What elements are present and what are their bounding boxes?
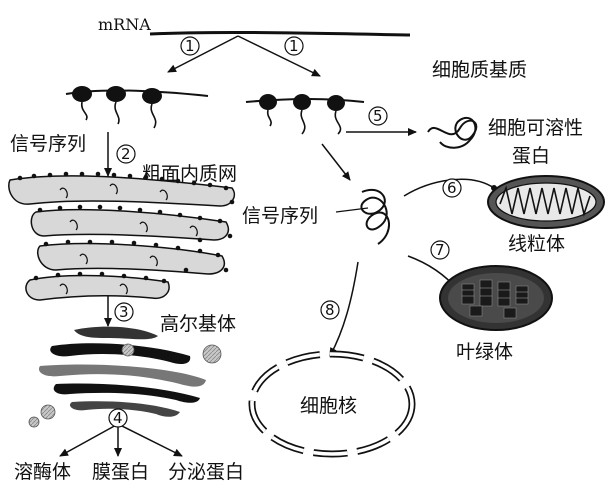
step-4-arrows (60, 424, 182, 456)
step-8-badge: 8 (321, 301, 339, 319)
mitochondria (488, 176, 604, 228)
svg-text:3: 3 (119, 303, 129, 321)
cytoplasm-matrix-label: 细胞质基质 (432, 59, 527, 81)
chloroplast-label: 叶绿体 (456, 341, 513, 363)
step-5-badge: 5 (369, 107, 387, 125)
left-polysome (66, 86, 208, 128)
mrna-strand (150, 32, 410, 35)
mitochondria-label: 线粒体 (508, 233, 565, 255)
soluble-protein-label-line1: 细胞可溶性 (488, 117, 583, 139)
step-1-right-badge: 1 (285, 37, 303, 55)
svg-text:4: 4 (113, 409, 123, 427)
folded-protein-icon (361, 190, 389, 244)
signal-sequence-right-label: 信号序列 (242, 205, 318, 227)
svg-text:5: 5 (373, 107, 383, 125)
step-6-badge: 6 (443, 179, 461, 197)
soluble-protein-icon (428, 118, 476, 148)
step-4-badge: 4 (109, 409, 127, 427)
to-folded-protein-arrow (322, 144, 350, 180)
right-polysome (246, 94, 364, 134)
svg-text:1: 1 (185, 37, 195, 55)
svg-text:2: 2 (121, 145, 131, 163)
svg-text:8: 8 (325, 301, 335, 319)
svg-text:6: 6 (447, 179, 457, 197)
step-1-left-badge: 1 (181, 37, 199, 55)
membrane-protein-label: 膜蛋白 (92, 461, 149, 483)
step-2-badge: 2 (117, 145, 135, 163)
step-3-badge: 3 (115, 303, 133, 321)
step-7-badge: 7 (431, 241, 449, 259)
nucleus-label: 细胞核 (300, 395, 357, 417)
chloroplast (440, 266, 552, 330)
svg-text:7: 7 (435, 241, 445, 259)
signal-sequence-left-label: 信号序列 (10, 133, 86, 155)
lysosome-label: 溶酶体 (14, 461, 71, 483)
mrna-label: mRNA (98, 15, 151, 34)
rough-er (9, 172, 235, 300)
svg-text:1: 1 (289, 37, 299, 55)
soluble-protein-label-line2: 蛋白 (512, 145, 550, 167)
secreted-protein-label: 分泌蛋白 (168, 461, 244, 483)
golgi-label: 高尔基体 (160, 313, 236, 335)
